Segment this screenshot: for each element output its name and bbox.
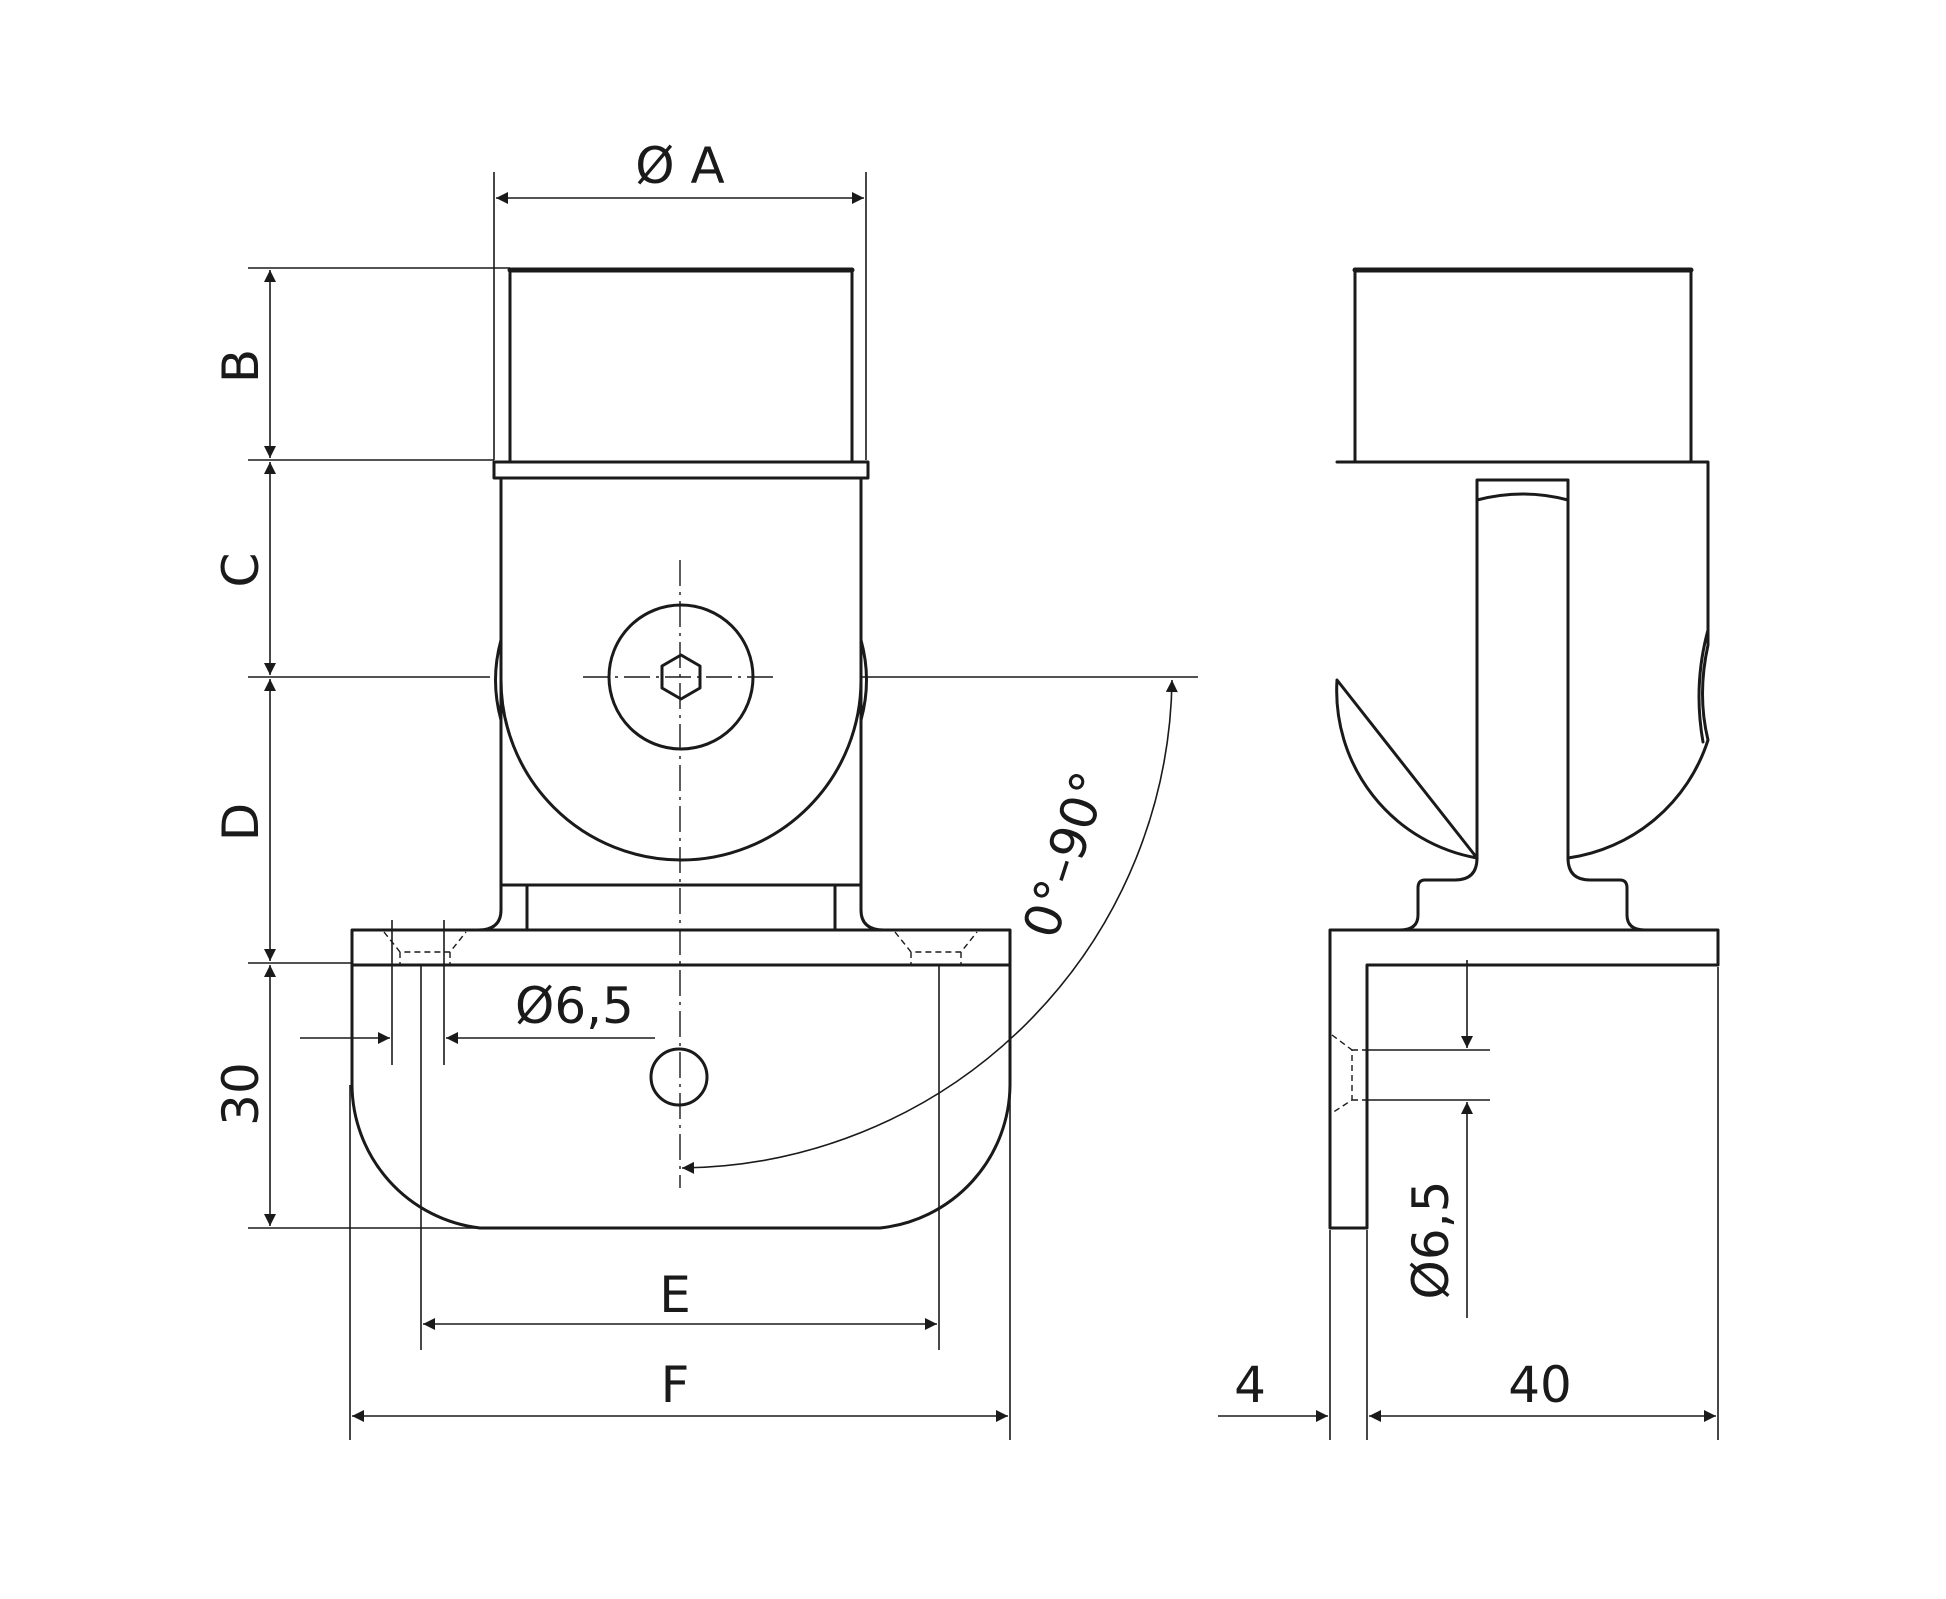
- front-neck-right: [859, 883, 886, 932]
- label-e: E: [659, 1266, 691, 1324]
- side-countersink: [1331, 1034, 1367, 1114]
- label-dia-a: Ø A: [635, 137, 724, 195]
- label-hole-side: Ø6,5: [1402, 1181, 1460, 1300]
- front-view: [350, 267, 1012, 1230]
- side-slot-outer: [1475, 478, 1570, 860]
- label-c: C: [212, 553, 270, 588]
- label-height-30: 30: [212, 1062, 270, 1126]
- front-countersink-left: [383, 931, 467, 965]
- front-tube: [508, 268, 854, 464]
- label-depth-40: 40: [1508, 1356, 1572, 1414]
- dim-arc-angle: [681, 679, 1178, 1174]
- side-housing-right-flat: [1697, 628, 1710, 744]
- label-hole-front: Ø6,5: [515, 977, 634, 1035]
- label-thickness-4: 4: [1234, 1356, 1266, 1414]
- front-neck-inner: [525, 883, 837, 932]
- side-stem: [1398, 856, 1479, 932]
- side-tube: [1353, 268, 1693, 464]
- side-stem-right: [1566, 856, 1647, 932]
- label-f: F: [661, 1356, 690, 1414]
- side-dimensions: Ø6,5 4 40: [1218, 960, 1719, 1440]
- front-neck: [476, 883, 503, 932]
- hex-socket-icon: [660, 653, 702, 701]
- front-housing-left-bulge: [494, 638, 503, 722]
- label-d: D: [212, 803, 270, 842]
- label-b: B: [212, 349, 270, 383]
- front-collar: [492, 460, 870, 480]
- front-countersink-right: [894, 931, 978, 965]
- front-dimensions: Ø A B C D 30 Ø6,5 0°–90° E F: [212, 137, 1198, 1440]
- side-l-bracket: [1328, 928, 1720, 1230]
- side-slot-inner-top: [1475, 492, 1570, 502]
- side-view: [1328, 267, 1720, 1230]
- front-mount-hole: [649, 1047, 709, 1107]
- front-housing: [499, 476, 863, 887]
- label-angle: 0°–90°: [1012, 765, 1120, 945]
- front-swivel-arc: [499, 678, 863, 862]
- side-housing: [1335, 460, 1710, 860]
- front-base-plate: [350, 928, 1012, 1230]
